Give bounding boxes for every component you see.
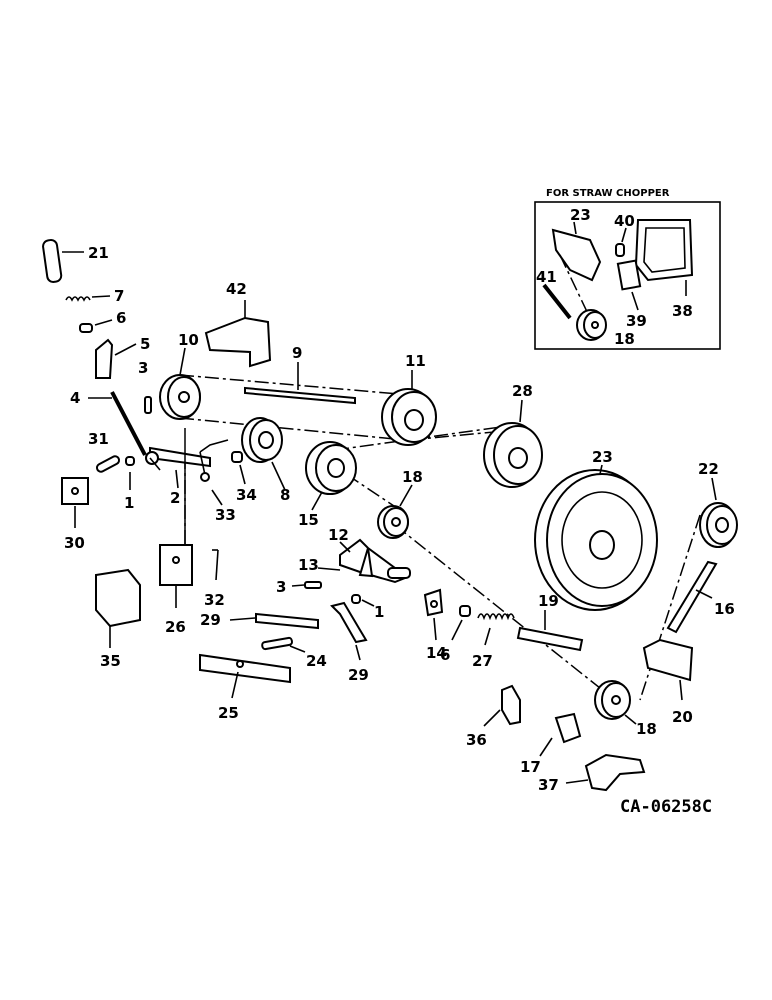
inset-title: FOR STRAW CHOPPER bbox=[546, 188, 670, 199]
callout-11: 11 bbox=[405, 352, 426, 370]
callout-22: 22 bbox=[698, 460, 719, 478]
callout-34: 34 bbox=[236, 486, 257, 504]
bracket-14 bbox=[423, 588, 444, 641]
callout-16: 16 bbox=[714, 600, 735, 618]
idler-arm-12-13 bbox=[317, 538, 411, 584]
bolt-3-lower bbox=[291, 581, 322, 589]
callout-18-lower: 18 bbox=[636, 720, 657, 738]
pulley-18-lower bbox=[594, 680, 637, 725]
lever-2 bbox=[145, 428, 211, 560]
callout-27: 27 bbox=[472, 652, 493, 670]
callout-10: 10 bbox=[178, 331, 199, 349]
callout-42: 42 bbox=[226, 280, 247, 298]
bracket-42 bbox=[204, 300, 272, 368]
bracket-36 bbox=[483, 684, 521, 727]
straw-chopper-inset bbox=[534, 201, 721, 350]
callout-1: 1 bbox=[124, 494, 134, 512]
callout-41: 41 bbox=[536, 268, 557, 286]
pulley-10 bbox=[159, 347, 201, 420]
pulley-8 bbox=[241, 417, 286, 491]
plate-30 bbox=[61, 477, 89, 528]
callout-37: 37 bbox=[538, 776, 559, 794]
callout-13: 13 bbox=[298, 556, 319, 574]
callout-23: 23 bbox=[592, 448, 613, 466]
part-34 bbox=[231, 451, 246, 485]
callout-9: 9 bbox=[292, 344, 302, 362]
callout-36: 36 bbox=[466, 731, 487, 749]
bracket-37 bbox=[565, 753, 646, 792]
callout-6-lower: 6 bbox=[440, 646, 450, 664]
part-1-lower bbox=[351, 594, 375, 607]
callout-31: 31 bbox=[88, 430, 109, 448]
callout-30: 30 bbox=[64, 534, 85, 552]
bracket-20 bbox=[642, 638, 694, 701]
callout-28: 28 bbox=[512, 382, 533, 400]
rod-4 bbox=[88, 391, 147, 456]
rod-33 bbox=[199, 439, 229, 506]
callout-4: 4 bbox=[70, 389, 80, 407]
callout-33: 33 bbox=[215, 506, 236, 524]
callout-25: 25 bbox=[218, 704, 239, 722]
rod-21 bbox=[42, 238, 84, 283]
bracket-35 bbox=[95, 568, 141, 648]
pulley-15 bbox=[305, 441, 357, 511]
rod-19 bbox=[516, 610, 584, 652]
bracket-5 bbox=[95, 338, 137, 379]
callout-32: 32 bbox=[204, 591, 225, 609]
callout-39: 39 bbox=[626, 312, 647, 330]
callout-7: 7 bbox=[114, 287, 124, 305]
callout-5: 5 bbox=[140, 335, 150, 353]
callout-labels: FOR STRAW CHOPPER 21 7 6 5 3 4 31 1 30 2… bbox=[64, 188, 735, 817]
callout-8: 8 bbox=[280, 486, 290, 504]
callout-40: 40 bbox=[614, 212, 635, 230]
callout-6: 6 bbox=[116, 309, 126, 327]
pulley-28 bbox=[483, 399, 543, 488]
spring-27 bbox=[477, 613, 515, 646]
callout-14: 14 bbox=[426, 644, 447, 662]
callout-35: 35 bbox=[100, 652, 121, 670]
pulley-11 bbox=[381, 370, 437, 446]
callout-38: 38 bbox=[672, 302, 693, 320]
callout-24: 24 bbox=[306, 652, 327, 670]
link-29-lower bbox=[330, 601, 368, 661]
channel-25 bbox=[199, 653, 291, 699]
callout-29-lower: 29 bbox=[348, 666, 369, 684]
callout-26: 26 bbox=[165, 618, 186, 636]
callout-1-lower: 1 bbox=[374, 603, 384, 621]
callout-19: 19 bbox=[538, 592, 559, 610]
callout-15: 15 bbox=[298, 511, 319, 529]
callout-2: 2 bbox=[170, 489, 180, 507]
document-number: CA-06258C bbox=[620, 797, 712, 817]
pulley-18-middle bbox=[377, 484, 413, 539]
bracket-17 bbox=[539, 712, 582, 757]
callout-18: 18 bbox=[402, 468, 423, 486]
pulley-23 bbox=[534, 464, 658, 611]
plate-26 bbox=[159, 544, 193, 608]
callout-12: 12 bbox=[328, 526, 349, 544]
part-32 bbox=[212, 549, 219, 581]
bushing-6-top bbox=[79, 319, 113, 333]
callout-20: 20 bbox=[672, 708, 693, 726]
callout-29: 29 bbox=[200, 611, 221, 629]
callout-18-inset: 18 bbox=[614, 330, 635, 348]
pin-31 bbox=[95, 455, 135, 490]
callout-3-lower: 3 bbox=[276, 578, 286, 596]
bushing-6-lower bbox=[451, 605, 471, 641]
pulley-22 bbox=[699, 477, 738, 548]
pin-24 bbox=[261, 636, 306, 653]
callout-21: 21 bbox=[88, 244, 109, 262]
bar-9 bbox=[244, 362, 356, 405]
bolt-3-top bbox=[144, 396, 152, 414]
bar-29-upper bbox=[229, 612, 319, 630]
spring-7 bbox=[65, 295, 111, 302]
callout-23-inset: 23 bbox=[570, 206, 591, 224]
callout-3: 3 bbox=[138, 359, 148, 377]
callout-17: 17 bbox=[520, 758, 541, 776]
bar-16 bbox=[666, 560, 718, 634]
